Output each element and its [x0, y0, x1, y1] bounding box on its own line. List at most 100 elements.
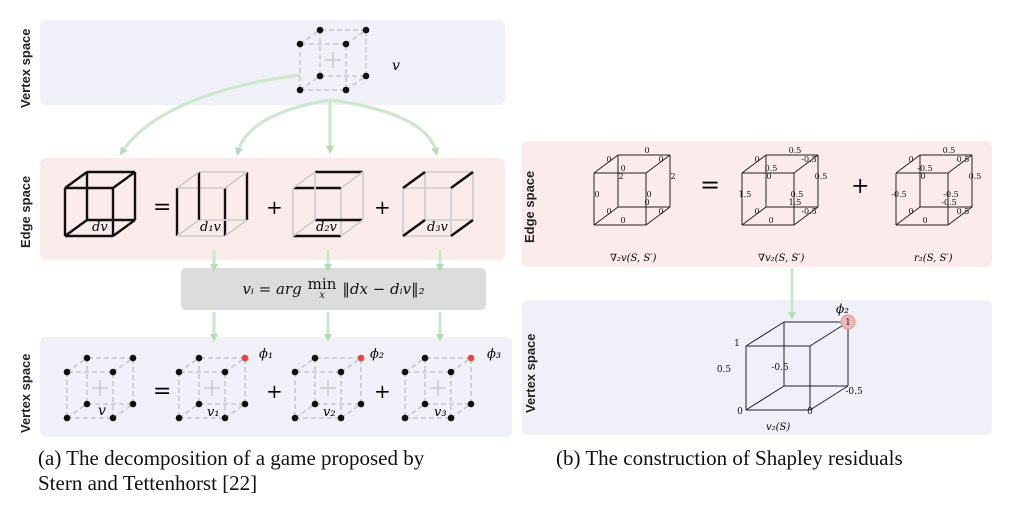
r2-cube-edge-value: 0.5 — [957, 207, 970, 216]
v3-cube-node — [447, 368, 455, 376]
top-vertex-cube-node — [296, 40, 304, 48]
d1v-cube-edge — [176, 171, 200, 189]
v1-cube-node — [221, 368, 229, 376]
gradv2-cube-edge-value: 0.5 — [789, 146, 802, 155]
top-vertex-cube-edge — [299, 29, 321, 45]
d1v-cube-edge — [224, 171, 248, 189]
v3-cube-node — [421, 400, 429, 408]
phi2-b-label: ϕ₂ — [836, 302, 849, 316]
dv-cube-edge — [112, 171, 136, 189]
r2-cube-edge-value: 0.5 — [943, 146, 956, 155]
gradv2-cube-edge-value: 1.5 — [739, 190, 752, 199]
v2s-value: -0.5 — [771, 363, 789, 373]
eq-edge-a: = — [153, 195, 171, 220]
gradv2-cube-edge-value: 0 — [768, 216, 773, 225]
grad2-cube-edge-value: 0 — [644, 146, 649, 155]
grad2-cube-edge-value: 2 — [618, 172, 623, 181]
v-cube-node — [129, 354, 137, 362]
r2-cube-edge — [947, 154, 973, 174]
eq-edge-b: = — [700, 171, 720, 199]
v1-cube-edge — [178, 403, 200, 419]
formula-rhs: ‖dx − dᵢv‖₂ — [342, 280, 425, 298]
grad2-cube-edge-value: 0 — [606, 155, 611, 164]
v1-cube-node — [241, 400, 249, 408]
v2-cube-node — [311, 354, 319, 362]
v2-cube-edge — [340, 403, 362, 419]
gradv2-cube-edge-value: 1.5 — [789, 198, 802, 207]
grad2-cube-edge-value: 0 — [658, 207, 663, 216]
plus-edge-a-2: + — [374, 195, 391, 219]
v1-cube-edge — [224, 403, 246, 419]
v2s-value: 0 — [807, 407, 813, 417]
r2-cube-edge — [895, 206, 921, 226]
caption-a-line1: (a) The decomposition of a game proposed… — [38, 446, 425, 470]
gradv2-cube-edge-value: 0 — [754, 155, 759, 164]
r2-cube-edge-value: 0 — [908, 155, 913, 164]
grad2-cube-edge-value: 0 — [646, 190, 651, 199]
eq-vertex-a: = — [153, 379, 171, 404]
edge-space-panel-a — [40, 158, 505, 260]
v-cube-edge — [66, 357, 88, 373]
v-cube-node — [129, 400, 137, 408]
v2s-value: 1 — [734, 339, 740, 349]
arrow-to-d1v — [235, 98, 331, 156]
grad2-cube-edge-value: 0 — [620, 164, 625, 173]
top-vertex-cube-node — [316, 72, 324, 80]
r2-cube-edge — [947, 206, 973, 226]
gradv2-cube-edge-value: 0 — [754, 207, 759, 216]
d2v-cube-edge — [292, 219, 316, 237]
v2-cube-edge — [294, 403, 316, 419]
gradv2-cube-edge-value: 0.5 — [815, 172, 828, 181]
top-vertex-cube-edge — [345, 75, 367, 91]
top-vertex-cube-node — [362, 72, 370, 80]
plus-edge-b: + — [851, 174, 869, 199]
v-cube-node — [109, 368, 117, 376]
v2s-phi-node — [840, 314, 856, 330]
v2-cube-edge — [294, 357, 316, 373]
gradv2-cube-edge — [793, 154, 819, 174]
grad2-cube-edge — [593, 206, 619, 226]
v3-cube-edge — [450, 403, 472, 419]
flow-arrows — [119, 73, 796, 342]
v-cube-node — [83, 400, 91, 408]
r2-cube-edge — [895, 154, 921, 174]
phi2-label: ϕ₂ — [370, 347, 384, 362]
v2-label: v₂ — [323, 405, 336, 420]
vertex-space-panel-b — [522, 300, 992, 435]
v-cube-node — [109, 414, 117, 422]
gradv2-cube-edge-value: -0.5 — [801, 207, 816, 216]
d3v-cube-edge — [450, 171, 474, 189]
d2v-cube-edge — [340, 171, 364, 189]
v1-cube-node — [175, 368, 183, 376]
v2-cube-node — [291, 414, 299, 422]
v3-cube-phi-node — [467, 354, 475, 362]
v3-cube-edge — [404, 357, 426, 373]
r2-cube-edge-value: 0 — [908, 207, 913, 216]
v2-cube-node — [337, 414, 345, 422]
v2s-value: 0 — [737, 407, 743, 417]
v2-cube-node — [357, 400, 365, 408]
v2s-cube-edge — [745, 321, 785, 347]
vertex-space-bottom-panel — [40, 337, 512, 437]
grad2-cube-edge-value: 0 — [644, 198, 649, 207]
top-vertex-cube-node — [362, 26, 370, 34]
phi3-label: ϕ₃ — [487, 347, 501, 362]
v3-cube-edge — [450, 357, 472, 373]
d1v-cube-edge — [224, 219, 248, 237]
grad2-cube-edge-value: 0 — [594, 190, 599, 199]
v2-cube-edge — [340, 357, 362, 373]
v1-cube-node — [195, 354, 203, 362]
r2-cube-edge-value: -0.5 — [891, 190, 906, 199]
v1-cube-edge — [224, 357, 246, 373]
grad2-cube-edge-value: 2 — [670, 172, 675, 181]
v1-cube-node — [221, 414, 229, 422]
gradv2-cube-edge-value: 0.5 — [791, 190, 804, 199]
dv-cube-edge — [64, 219, 88, 237]
d1v-cube-edge — [176, 219, 200, 237]
v-label-top: v — [392, 58, 400, 74]
r2-cube-edge-value: -0.5 — [943, 190, 958, 199]
v3-label: v₃ — [434, 405, 447, 420]
v2s-cube-edge — [745, 385, 785, 411]
